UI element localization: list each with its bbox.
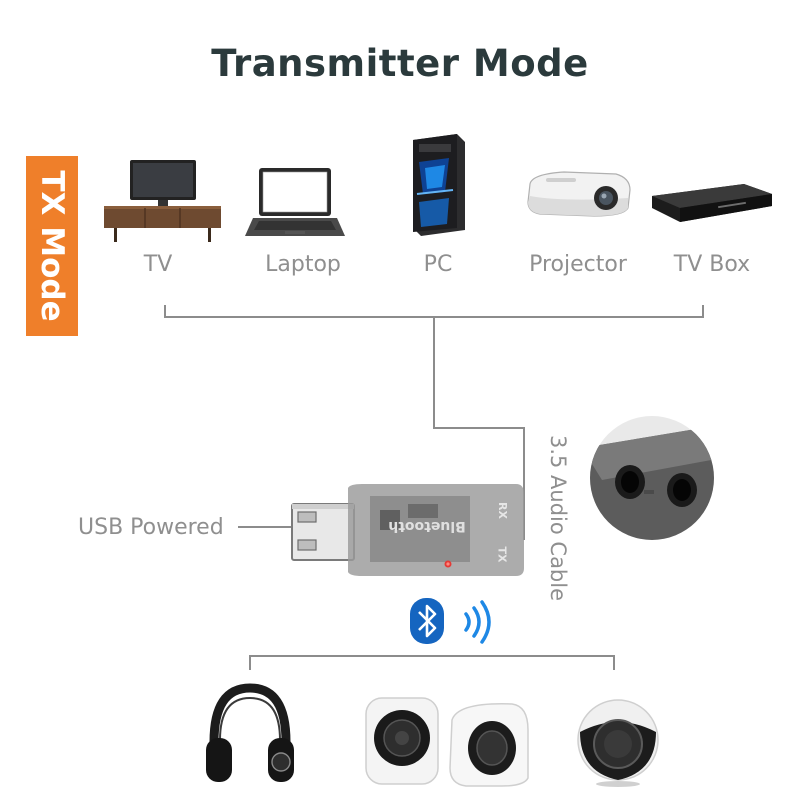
adapter-rx-text: RX: [495, 502, 509, 519]
page-title: Transmitter Mode: [211, 42, 589, 85]
tv-icon: [104, 160, 221, 242]
adapter-brand-text: Bluetooth: [388, 518, 466, 534]
desktop-speakers-icon: [365, 697, 529, 787]
usb-powered-label: USB Powered: [78, 515, 224, 540]
source-label-laptop: Laptop: [265, 252, 341, 277]
headphones-icon: [206, 683, 294, 782]
tx-mode-badge: TX Mode: [26, 156, 78, 336]
adapter-tx-text: TX: [495, 546, 509, 563]
sphere-speaker-icon: [577, 699, 659, 787]
bluetooth-icon: [410, 598, 444, 644]
source-label-pc: PC: [423, 252, 453, 277]
source-label-tv-box: TV Box: [673, 252, 751, 277]
pc-tower-icon: [413, 134, 465, 236]
source-label-projector: Projector: [529, 252, 627, 277]
laptop-icon: [245, 168, 345, 236]
tv-box-icon: [652, 184, 772, 222]
usb-bluetooth-adapter: [291, 484, 524, 576]
audio-jack-closeup: [590, 416, 714, 540]
audio-cable-label: 3.5 Audio Cable: [546, 434, 570, 602]
signal-waves-icon: [464, 600, 491, 644]
source-label-tv: TV: [143, 252, 173, 277]
projector-icon: [527, 171, 631, 217]
tx-mode-badge-label: TX Mode: [34, 170, 70, 322]
